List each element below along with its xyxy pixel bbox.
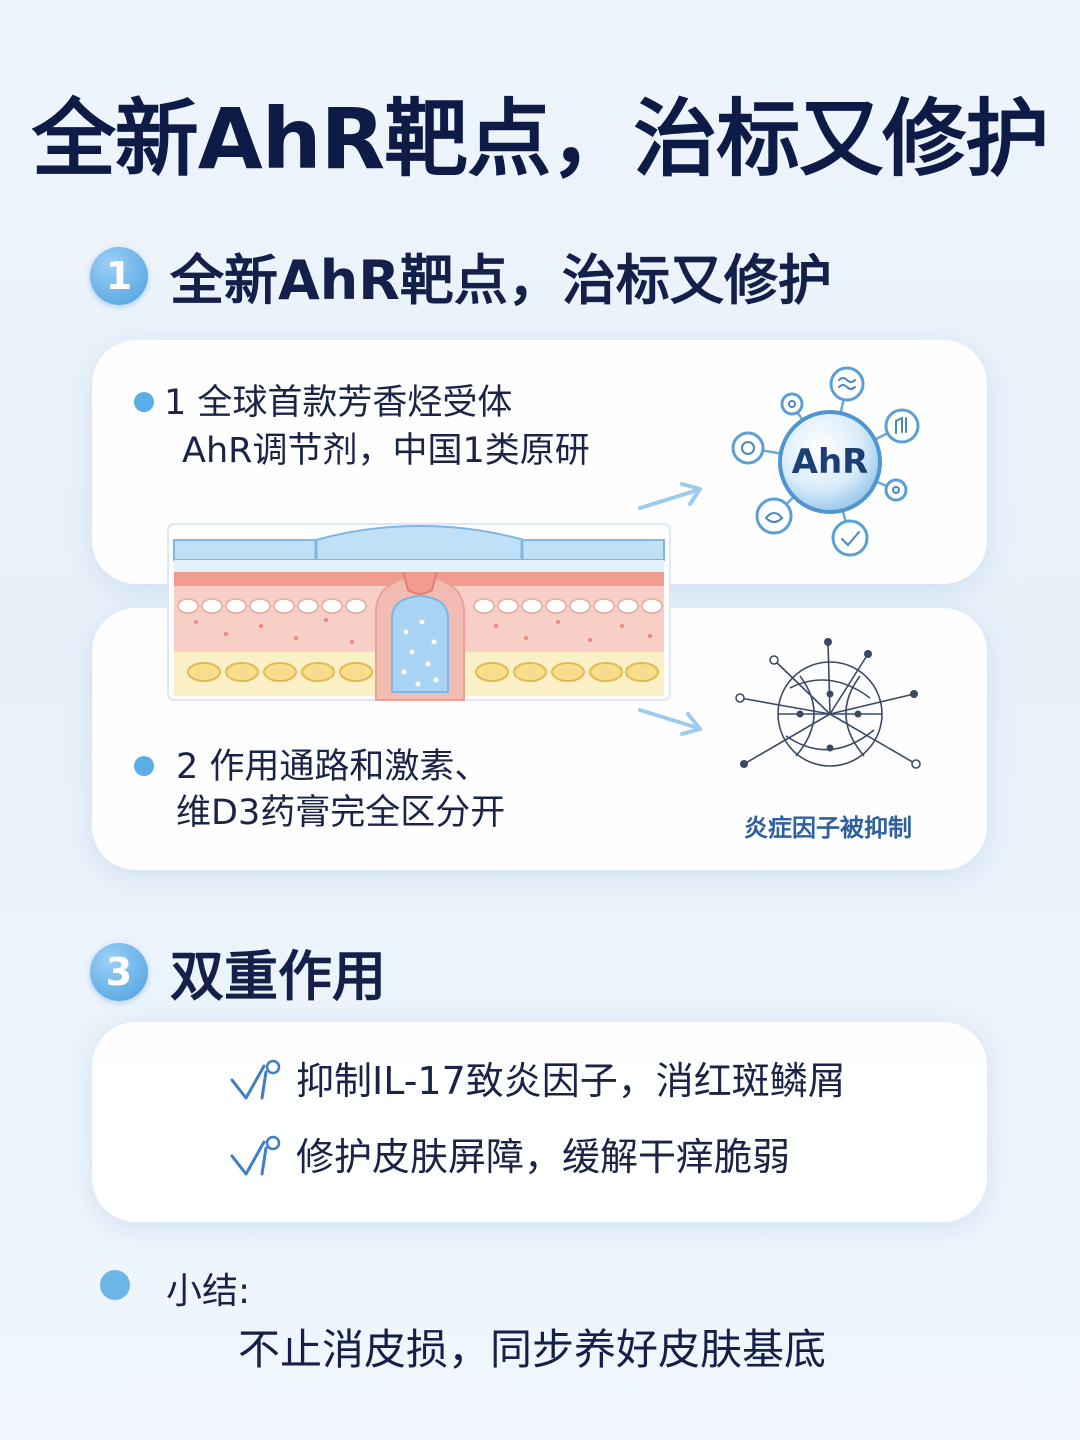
section-1-header: 1 全新AhR靶点，治标又修护 [90,236,832,315]
network-caption: 炎症因子被抑制 [744,814,912,842]
inflammation-network-illustration [735,638,921,769]
section-1-title: 全新AhR靶点，治标又修护 [170,249,832,312]
bullet-dot [134,392,154,412]
section-number-badge: 3 [90,942,148,1001]
arrow-right-icon [638,482,702,510]
point-1-line-1: 1 全球首款芳香烃受体 [164,383,513,423]
point-2-line-1: 2 作用通路和激素、 [176,747,490,787]
benefit-row: 抑制IL-17致炎因子，消红斑鳞屑 [228,1058,846,1104]
benefit-text: 抑制IL-17致炎因子，消红斑鳞屑 [296,1059,846,1103]
arrow-right-icon [638,708,702,736]
check-icon [230,1135,281,1176]
benefit-row: 修护皮肤屏障，缓解干痒脆弱 [228,1134,790,1180]
benefits-card [92,1022,987,1222]
ahr-label: AhR [791,442,869,482]
summary-dot [100,1270,130,1300]
section-3-header: 3 双重作用 [90,932,386,1011]
check-icon [230,1059,281,1100]
section-3-title: 双重作用 [170,945,386,1008]
section-number-badge: 1 [90,246,148,305]
summary-text: 不止消皮损，同步养好皮肤基底 [238,1325,827,1374]
point-1-line-2: AhR调节剂，中国1类原研 [182,431,590,471]
page-title: 全新AhR靶点，治标又修护 [31,90,1050,188]
point-2-line-2: 维D3药膏完全区分开 [176,793,506,833]
summary-label: 小结: [166,1271,251,1312]
ahr-receptor-illustration [731,366,920,557]
benefit-text: 修护皮肤屏障，缓解干痒脆弱 [296,1135,791,1179]
skin-cross-section-illustration [167,523,671,701]
bullet-dot [134,756,154,776]
